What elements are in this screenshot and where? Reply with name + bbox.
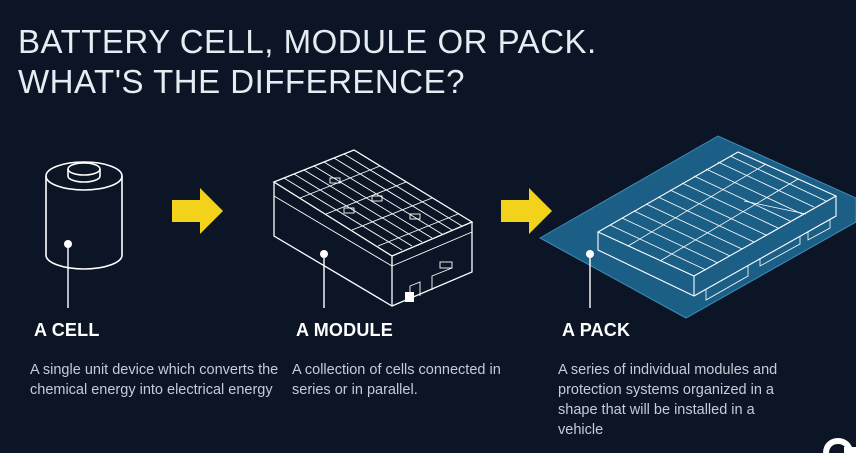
title-line-1: BATTERY CELL, MODULE OR PACK.	[18, 23, 597, 60]
module-terminal	[405, 292, 414, 302]
module-heading: A MODULE	[296, 320, 393, 340]
module-description: A collection of cells connected in serie…	[292, 362, 501, 398]
pack-heading: A PACK	[562, 320, 631, 340]
pack-description: A series of individual modules and prote…	[558, 362, 778, 438]
cell-heading: A CELL	[34, 320, 100, 340]
pack-base-plate	[540, 136, 856, 318]
title-line-2: WHAT'S THE DIFFERENCE?	[18, 63, 465, 100]
pack-pointer	[586, 250, 594, 308]
arrow-icon	[501, 188, 552, 234]
module-pointer	[320, 250, 328, 308]
cell-pointer	[64, 240, 72, 308]
brand-logo	[823, 438, 856, 453]
page-title: BATTERY CELL, MODULE OR PACK. WHAT'S THE…	[18, 22, 597, 102]
module-illustration	[272, 149, 474, 307]
cell-illustration	[45, 161, 123, 270]
pack-illustration	[596, 151, 838, 301]
cell-description: A single unit device which converts the …	[30, 362, 279, 398]
arrow-icon	[172, 188, 223, 234]
